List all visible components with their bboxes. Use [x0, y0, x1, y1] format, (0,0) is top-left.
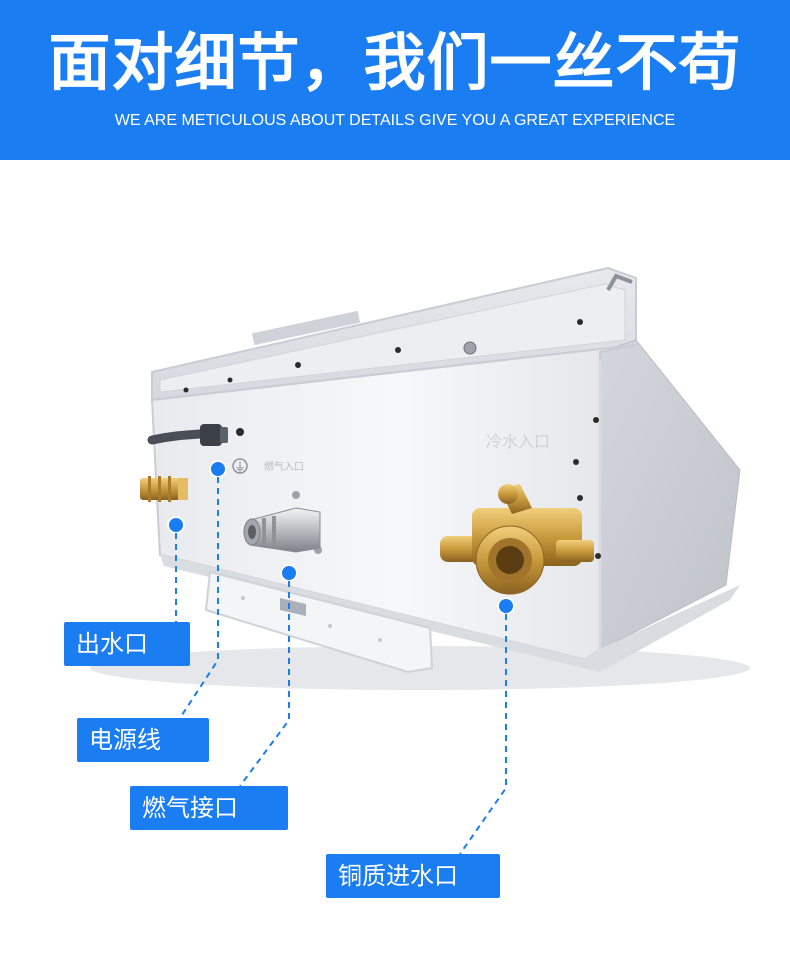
callout-copper-inlet: 铜质进水口 — [326, 854, 500, 898]
page-subtitle: WE ARE METICULOUS ABOUT DETAILS GIVE YOU… — [114, 112, 676, 129]
leader-power — [179, 477, 219, 719]
power-cord-grommet — [200, 424, 222, 446]
callout-water-outlet: 出水口 — [64, 622, 190, 666]
cold-water-inlet-text: 冷水入口 — [486, 432, 550, 451]
power-cord — [147, 429, 205, 445]
gas-inlet-text: 燃气入口 — [264, 460, 304, 473]
header-banner: 面对细节，我们一丝不苟 WE ARE METICULOUS ABOUT DETA… — [0, 0, 790, 160]
water-outlet-fitting — [140, 478, 188, 500]
water-heater-image: 冷水入口 燃气入口 ⏚ — [90, 266, 750, 855]
callout-dot-inlet — [497, 597, 515, 615]
callout-dot-gas — [280, 564, 298, 582]
callout-power-cord: 电源线 — [77, 718, 209, 762]
callout-dot-outlet — [167, 516, 185, 534]
corner-arrow-icon — [606, 273, 633, 291]
callout-dot-power — [209, 460, 227, 478]
leader-inlet — [459, 614, 507, 855]
callout-gas-connection: 燃气接口 — [130, 786, 288, 830]
ground-symbol-icon: ⏚ — [234, 460, 246, 474]
top-slot — [251, 310, 361, 346]
page-title: 面对细节，我们一丝不苟 — [48, 26, 742, 99]
leader-gas — [239, 581, 290, 787]
mount-bracket — [204, 570, 434, 674]
